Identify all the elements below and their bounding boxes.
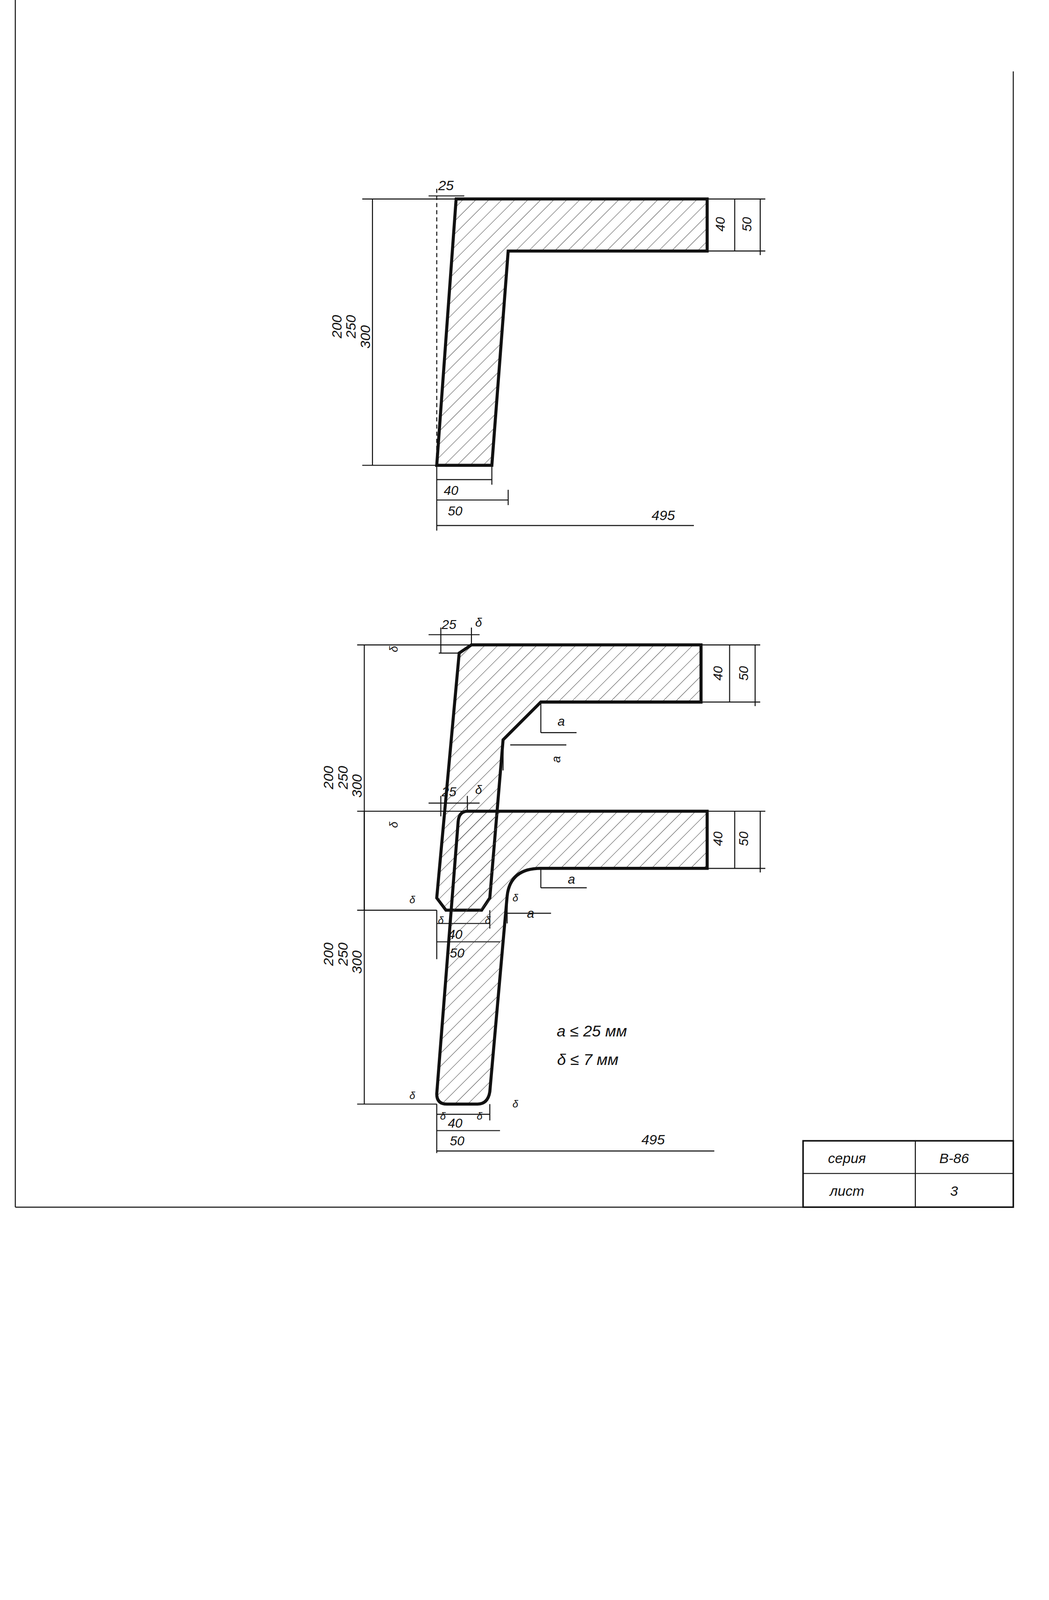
dimension-label: 50 bbox=[736, 664, 751, 683]
dimension-label: 50 bbox=[448, 1134, 466, 1149]
title-block-text: 3 bbox=[949, 1183, 960, 1199]
dimension-label: 300 bbox=[357, 323, 373, 350]
dimension-label: 495 bbox=[640, 1132, 667, 1148]
dimension-label: 50 bbox=[740, 215, 755, 234]
dimension-label: 250 bbox=[343, 313, 359, 340]
dimension-label: δ bbox=[473, 615, 484, 629]
dimension-label: δ ≤ 7 мм bbox=[555, 1050, 620, 1068]
dimension-label: 25 bbox=[436, 178, 456, 193]
dimension-label: 200 bbox=[321, 764, 336, 791]
dimension-label: 50 bbox=[446, 504, 464, 519]
dimension-label: 40 bbox=[713, 215, 728, 234]
dimension-label: 40 bbox=[711, 664, 726, 683]
dimension-label: 25 bbox=[440, 617, 458, 632]
dimension-label: δ bbox=[483, 914, 493, 927]
dimension-label: 300 bbox=[349, 772, 365, 800]
dimension-label: 40 bbox=[711, 830, 726, 848]
dimension-label: 40 bbox=[446, 1116, 464, 1131]
dimension-label: δ bbox=[436, 914, 445, 927]
dimension-label: δ bbox=[438, 1110, 448, 1122]
dimension-label: δ bbox=[387, 644, 400, 654]
dimension-label: 300 bbox=[349, 949, 365, 976]
dimension-label: 50 bbox=[736, 830, 751, 848]
dimension-label: 25 bbox=[440, 784, 458, 800]
dimension-label: 200 bbox=[329, 313, 345, 340]
dimension-label: δ bbox=[407, 1090, 417, 1102]
dimension-label: a bbox=[525, 906, 536, 921]
dimension-label: a bbox=[566, 872, 577, 887]
dimension-label: a bbox=[556, 714, 567, 729]
dimension-label: 40 bbox=[442, 483, 460, 498]
l-section-rounded bbox=[436, 811, 708, 1105]
dimension-label: 250 bbox=[335, 764, 351, 791]
dimension-label: δ bbox=[511, 1098, 520, 1110]
dimension-label: 250 bbox=[335, 941, 351, 968]
dimension-label: δ bbox=[407, 894, 417, 906]
title-block-text: серия bbox=[826, 1150, 868, 1166]
title-block-text: лист bbox=[828, 1183, 866, 1199]
l-section bbox=[436, 199, 708, 466]
dimension-label: 200 bbox=[321, 941, 336, 968]
title-block-text: В-86 bbox=[937, 1150, 971, 1166]
dimension-label: δ bbox=[511, 892, 520, 904]
dimension-label: a bbox=[549, 754, 563, 764]
dimension-label: a ≤ 25 мм bbox=[555, 1022, 628, 1040]
dimension-label: δ bbox=[387, 820, 400, 829]
dimension-label: 40 bbox=[446, 927, 464, 942]
dimension-label: δ bbox=[473, 783, 484, 797]
dimension-label: 495 bbox=[649, 507, 677, 523]
dimension-label: 50 bbox=[448, 946, 466, 961]
dimension-label: δ bbox=[475, 1110, 484, 1122]
